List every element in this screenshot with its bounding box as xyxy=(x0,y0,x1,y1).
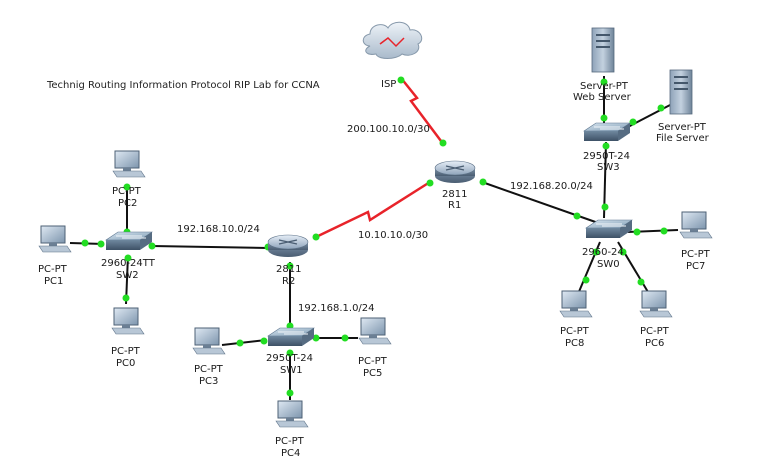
switch-sw3[interactable] xyxy=(583,122,631,141)
r1-name-label: R1 xyxy=(448,200,461,211)
port-light xyxy=(657,104,665,112)
pc0-type-label: PC-PT xyxy=(111,346,141,357)
serial-link-isp-r1[interactable] xyxy=(400,77,445,146)
lab-title: Technig Routing Information Protocol RIP… xyxy=(46,80,320,91)
pc6-name-label: PC6 xyxy=(645,338,664,349)
port-light xyxy=(286,262,294,270)
pc4-name-label: PC4 xyxy=(281,448,300,459)
router-r2[interactable] xyxy=(267,234,309,257)
port-light xyxy=(122,294,130,302)
pc0-icon[interactable] xyxy=(111,307,145,335)
file-server-type-label: Server-PT xyxy=(658,122,707,133)
isp-label: ISP xyxy=(381,79,396,90)
sw2-model-label: 2960-24TT xyxy=(101,258,156,269)
sw1-model-label: 2950T-24 xyxy=(266,353,313,364)
network-label-r2-sw1: 192.168.1.0/24 xyxy=(298,303,375,314)
r1-model-label: 2811 xyxy=(442,189,467,200)
port-light xyxy=(81,239,89,247)
pc7-icon[interactable] xyxy=(679,211,713,239)
r2-name-label: R2 xyxy=(282,276,295,287)
pc3-icon[interactable] xyxy=(192,327,226,355)
pc7-name-label: PC7 xyxy=(686,261,705,272)
pc3-type-label: PC-PT xyxy=(194,364,224,375)
pc3-name-label: PC3 xyxy=(199,376,218,387)
network-label-r2-sw2: 192.168.10.0/24 xyxy=(177,224,260,235)
port-light xyxy=(286,389,294,397)
pc6-type-label: PC-PT xyxy=(640,326,670,337)
port-light xyxy=(148,242,156,250)
pc2-icon[interactable] xyxy=(112,150,146,178)
port-light xyxy=(600,78,608,86)
sw3-model-label: 2950T-24 xyxy=(583,151,630,162)
pc1-name-label: PC1 xyxy=(44,276,63,287)
file-server-name-label: File Server xyxy=(656,133,710,144)
pc4-type-label: PC-PT xyxy=(275,436,305,447)
pc1-type-label: PC-PT xyxy=(38,264,68,275)
pc1-icon[interactable] xyxy=(38,225,72,253)
port-light xyxy=(629,118,637,126)
pc8-type-label: PC-PT xyxy=(560,326,590,337)
pc5-name-label: PC5 xyxy=(363,368,382,379)
port-light xyxy=(600,114,608,122)
link-sw1-pc3[interactable] xyxy=(221,339,267,346)
serial-link-r1-r2[interactable] xyxy=(315,180,431,239)
sw1-name-label: SW1 xyxy=(280,365,303,376)
port-light xyxy=(602,142,610,150)
isp-cloud-icon[interactable]: ISP xyxy=(362,21,423,90)
pc4-icon[interactable] xyxy=(275,400,309,428)
port-light xyxy=(397,76,405,84)
r2-model-label: 2811 xyxy=(276,264,301,275)
link-r2-sw2[interactable] xyxy=(151,245,269,249)
network-label-isp-r1: 200.100.10.0/30 xyxy=(347,124,430,135)
port-light xyxy=(660,227,668,235)
port-light xyxy=(312,334,320,342)
port-light xyxy=(637,278,645,286)
pc2-type-label: PC-PT xyxy=(112,186,142,197)
pc8-name-label: PC8 xyxy=(565,338,584,349)
port-light xyxy=(479,178,487,186)
pc6-icon[interactable] xyxy=(639,290,673,318)
sw0-name-label: SW0 xyxy=(597,259,620,270)
router-arrows-icon xyxy=(278,239,298,245)
sw2-name-label: SW2 xyxy=(116,270,139,281)
server-web-icon[interactable] xyxy=(591,27,615,73)
router-arrows-icon xyxy=(445,165,465,171)
port-light xyxy=(286,349,294,357)
sw0-model-label: 2960-24 xyxy=(582,247,624,258)
port-light xyxy=(601,203,609,211)
switch-sw0[interactable] xyxy=(585,219,633,238)
pc0-name-label: PC0 xyxy=(116,358,135,369)
port-light xyxy=(582,276,590,284)
web-server-type-label: Server-PT xyxy=(580,81,629,92)
port-light xyxy=(123,183,131,191)
port-light xyxy=(341,334,349,342)
server-file-icon[interactable] xyxy=(669,69,693,115)
port-light xyxy=(312,233,320,241)
sw3-name-label: SW3 xyxy=(597,162,620,173)
switch-sw1[interactable] xyxy=(267,327,315,346)
router-r1[interactable] xyxy=(434,160,476,183)
web-server-name-label: Web Server xyxy=(573,92,632,103)
pc7-type-label: PC-PT xyxy=(681,249,711,260)
port-lights xyxy=(81,76,668,397)
port-light xyxy=(633,228,641,236)
network-label-r1-sw0: 192.168.20.0/24 xyxy=(510,181,593,192)
port-light xyxy=(124,254,132,262)
port-light xyxy=(236,339,244,347)
port-light xyxy=(592,248,600,256)
port-light xyxy=(619,248,627,256)
link-r1-sw0[interactable] xyxy=(481,181,605,226)
pc8-icon[interactable] xyxy=(559,290,593,318)
port-light xyxy=(260,337,268,345)
port-light xyxy=(439,139,447,147)
port-light xyxy=(97,240,105,248)
network-label-r1-r2: 10.10.10.0/30 xyxy=(358,230,428,241)
switch-sw2[interactable] xyxy=(105,231,153,250)
pc2-name-label: PC2 xyxy=(118,198,137,209)
pc5-type-label: PC-PT xyxy=(358,356,388,367)
pc5-icon[interactable] xyxy=(358,317,392,345)
port-light xyxy=(426,179,434,187)
port-light xyxy=(573,212,581,220)
